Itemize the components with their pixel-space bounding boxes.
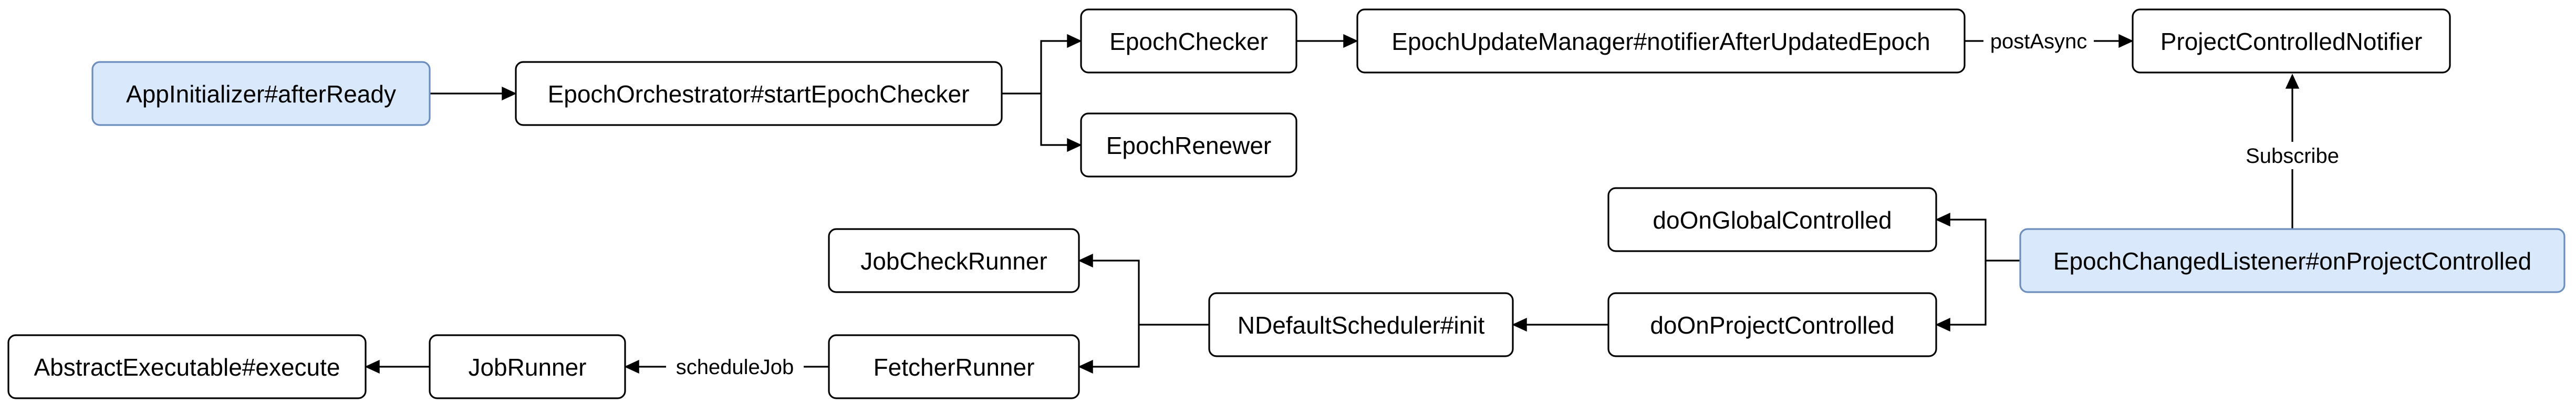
node-label: doOnGlobalControlled bbox=[1653, 206, 1892, 234]
node-epoch-update-manager: EpochUpdateManager#notifierAfterUpdatedE… bbox=[1356, 8, 1966, 74]
node-do-on-project-controlled: doOnProjectControlled bbox=[1607, 292, 1937, 357]
edge-epoch-orchestrator-to-epoch-renewer bbox=[1002, 92, 1082, 152]
node-label: EpochChangedListener#onProjectControlled bbox=[2053, 247, 2531, 275]
edge-scheduler-to-job-check-runner bbox=[1078, 253, 1209, 326]
edge-listener-to-do-on-project-controlled bbox=[1935, 261, 1987, 332]
node-label: EpochChecker bbox=[1109, 28, 1268, 55]
edge-epoch-checker-to-epoch-update-manager bbox=[1296, 34, 1358, 48]
node-abstract-executable: AbstractExecutable#execute bbox=[7, 334, 367, 399]
edge-epoch-changed-listener-to-notifier: Subscribe bbox=[2232, 74, 2352, 229]
edge-epoch-orchestrator-to-epoch-checker bbox=[1040, 34, 1082, 94]
node-epoch-orchestrator: EpochOrchestrator#startEpochChecker bbox=[515, 61, 1003, 126]
edge-app-initializer-to-epoch-orchestrator bbox=[430, 86, 517, 101]
node-label: EpochRenewer bbox=[1106, 132, 1272, 159]
node-label: NDefaultScheduler#init bbox=[1238, 312, 1485, 339]
node-label: JobCheckRunner bbox=[860, 247, 1047, 275]
edge-label-post-async: postAsync bbox=[1990, 30, 2087, 53]
node-project-controlled-notifier: ProjectControlledNotifier bbox=[2132, 8, 2451, 74]
node-label: AppInitializer#afterReady bbox=[126, 80, 396, 108]
node-label: EpochOrchestrator#startEpochChecker bbox=[548, 80, 970, 108]
edge-label-subscribe: Subscribe bbox=[2246, 144, 2339, 168]
edge-do-on-project-controlled-to-scheduler bbox=[1512, 317, 1608, 332]
node-label: ProjectControlledNotifier bbox=[2160, 28, 2423, 55]
edge-scheduler-to-fetcher-runner bbox=[1078, 325, 1140, 374]
node-label: JobRunner bbox=[468, 354, 586, 381]
node-epoch-checker: EpochChecker bbox=[1080, 8, 1297, 74]
node-label: FetcherRunner bbox=[874, 354, 1035, 381]
node-ndefault-scheduler: NDefaultScheduler#init bbox=[1208, 292, 1514, 357]
node-label: EpochUpdateManager#notifierAfterUpdatedE… bbox=[1391, 28, 1930, 55]
edge-job-runner-to-abstract-executable bbox=[365, 359, 430, 374]
node-epoch-renewer: EpochRenewer bbox=[1080, 112, 1297, 178]
node-epoch-changed-listener: EpochChangedListener#onProjectControlled bbox=[2019, 228, 2565, 293]
node-label: AbstractExecutable#execute bbox=[34, 354, 340, 381]
edge-listener-to-do-on-global-controlled bbox=[1935, 212, 2020, 262]
edge-epoch-update-manager-to-notifier: postAsync bbox=[1965, 27, 2134, 55]
node-fetcher-runner: FetcherRunner bbox=[828, 334, 1080, 399]
node-app-initializer: AppInitializer#afterReady bbox=[91, 61, 431, 126]
node-do-on-global-controlled: doOnGlobalControlled bbox=[1607, 187, 1937, 252]
edge-fetcher-runner-to-job-runner: scheduleJob bbox=[624, 353, 829, 380]
node-job-runner: JobRunner bbox=[429, 334, 626, 399]
edge-label-schedule-job: scheduleJob bbox=[676, 356, 794, 379]
node-label: doOnProjectControlled bbox=[1650, 312, 1894, 339]
node-job-check-runner: JobCheckRunner bbox=[828, 228, 1080, 293]
